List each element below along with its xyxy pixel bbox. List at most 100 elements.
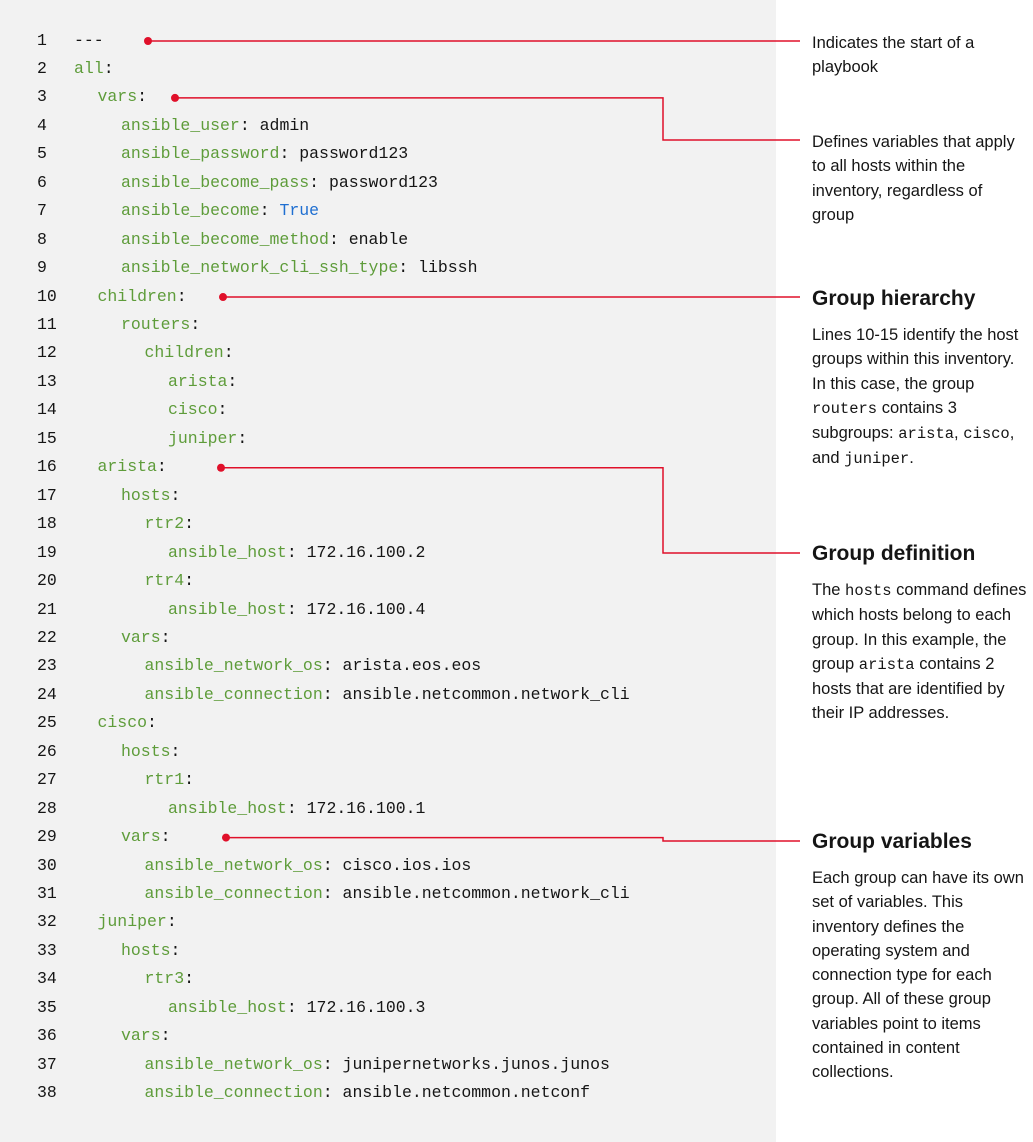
connector-line	[226, 836, 800, 842]
line-number: 2	[37, 58, 47, 78]
yaml-key: ansible_connection	[144, 684, 323, 704]
line-number: 4	[37, 115, 47, 135]
connector-line	[175, 97, 800, 141]
yaml-key: ansible_become	[121, 201, 260, 221]
annotation-text: contains 2 hosts that are identified by …	[812, 654, 1005, 723]
line-number: 31	[37, 884, 57, 903]
code-content: vars:	[121, 1026, 171, 1046]
yaml-value: 172.16.100.3	[306, 997, 426, 1017]
code-line: 25 cisco:	[0, 708, 776, 737]
yaml-value: arista.eos.eos	[342, 656, 482, 676]
code-content: ansible_user: admin	[121, 115, 310, 135]
code-content: juniper:	[97, 912, 177, 932]
annotation-body: Lines 10-15 identify the host groups wit…	[812, 323, 1027, 472]
code-content: hosts:	[121, 485, 181, 505]
yaml-key: hosts	[121, 940, 171, 960]
line-number: 1	[37, 30, 47, 50]
yaml-key: ansible_host	[168, 997, 287, 1017]
yaml-key: vars	[121, 627, 161, 647]
code-content: cisco:	[97, 713, 157, 733]
code-content: ansible_become_method: enable	[121, 229, 409, 249]
yaml-value: 172.16.100.4	[306, 599, 426, 619]
yaml-key: cisco	[168, 400, 218, 420]
line-number: 11	[37, 315, 57, 334]
line-number: 12	[37, 343, 57, 363]
line-number: 6	[37, 172, 47, 192]
code-content: vars:	[121, 627, 171, 647]
code-content: hosts:	[121, 940, 181, 960]
yaml-key: all	[74, 58, 104, 78]
yaml-key: ansible_connection	[144, 1083, 323, 1103]
line-number: 17	[37, 485, 57, 505]
yaml-key: arista	[97, 457, 157, 477]
yaml-value: password123	[328, 172, 438, 192]
yaml-key: children	[97, 286, 177, 306]
yaml-key: rtr2	[144, 514, 185, 534]
code-content: ansible_network_cli_ssh_type: libssh	[121, 258, 478, 278]
line-number: 19	[37, 542, 57, 562]
code-content: cisco:	[168, 400, 228, 420]
yaml-value: cisco.ios.ios	[342, 855, 472, 875]
annotation-title: Group variables	[812, 830, 972, 853]
line-number: 16	[37, 457, 57, 477]
code-content: rtr2:	[144, 514, 195, 534]
line-number: 35	[37, 997, 57, 1017]
yaml-value: ansible.netcommon.network_cli	[342, 884, 630, 903]
yaml-key: juniper	[168, 428, 238, 448]
yaml-value: True	[279, 201, 320, 221]
line-number: 18	[37, 514, 57, 534]
yaml-key: vars	[97, 87, 138, 107]
annotation-text: , and	[812, 424, 1015, 468]
line-number: 36	[37, 1026, 57, 1046]
code-line: 18 rtr2:	[0, 509, 776, 538]
code-content: all:	[74, 58, 114, 78]
code-content: ansible_host: 172.16.100.2	[168, 542, 426, 562]
yaml-value: enable	[348, 229, 409, 249]
yaml-key: ansible_connection	[144, 884, 323, 903]
annotation-body: Defines variables that apply to all host…	[812, 130, 1027, 227]
yaml-value: ansible.netcommon.netconf	[342, 1083, 591, 1103]
line-number: 15	[37, 428, 57, 448]
inline-code: arista	[858, 655, 915, 674]
line-number: 7	[37, 201, 47, 221]
yaml-key: cisco	[97, 713, 148, 733]
code-content: vars:	[97, 87, 148, 107]
yaml-value: password123	[299, 144, 409, 164]
line-number: 24	[37, 684, 57, 704]
code-content: ansible_host: 172.16.100.1	[168, 798, 426, 818]
yaml-key: rtr4	[144, 571, 185, 591]
inline-code: routers	[812, 399, 878, 418]
code-content: ansible_password: password123	[121, 144, 409, 164]
code-content: children:	[97, 286, 187, 306]
yaml-key: ansible_become_pass	[121, 172, 310, 192]
code-line: 1---	[0, 26, 776, 55]
code-line: 10 children:	[0, 282, 776, 311]
annotation-body: The hosts command defines which hosts be…	[812, 578, 1027, 726]
yaml-key: ansible_password	[121, 144, 280, 164]
line-number: 10	[37, 286, 57, 306]
inline-code: juniper	[844, 450, 910, 469]
annotation-text: The	[812, 581, 846, 599]
yaml-key: ansible_network_os	[144, 855, 323, 875]
annotation-text: Each group can have its own set of varia…	[812, 869, 1024, 1082]
line-number: 25	[37, 713, 57, 733]
yaml-key: ansible_become_method	[121, 229, 329, 249]
yaml-key: hosts	[121, 741, 171, 761]
